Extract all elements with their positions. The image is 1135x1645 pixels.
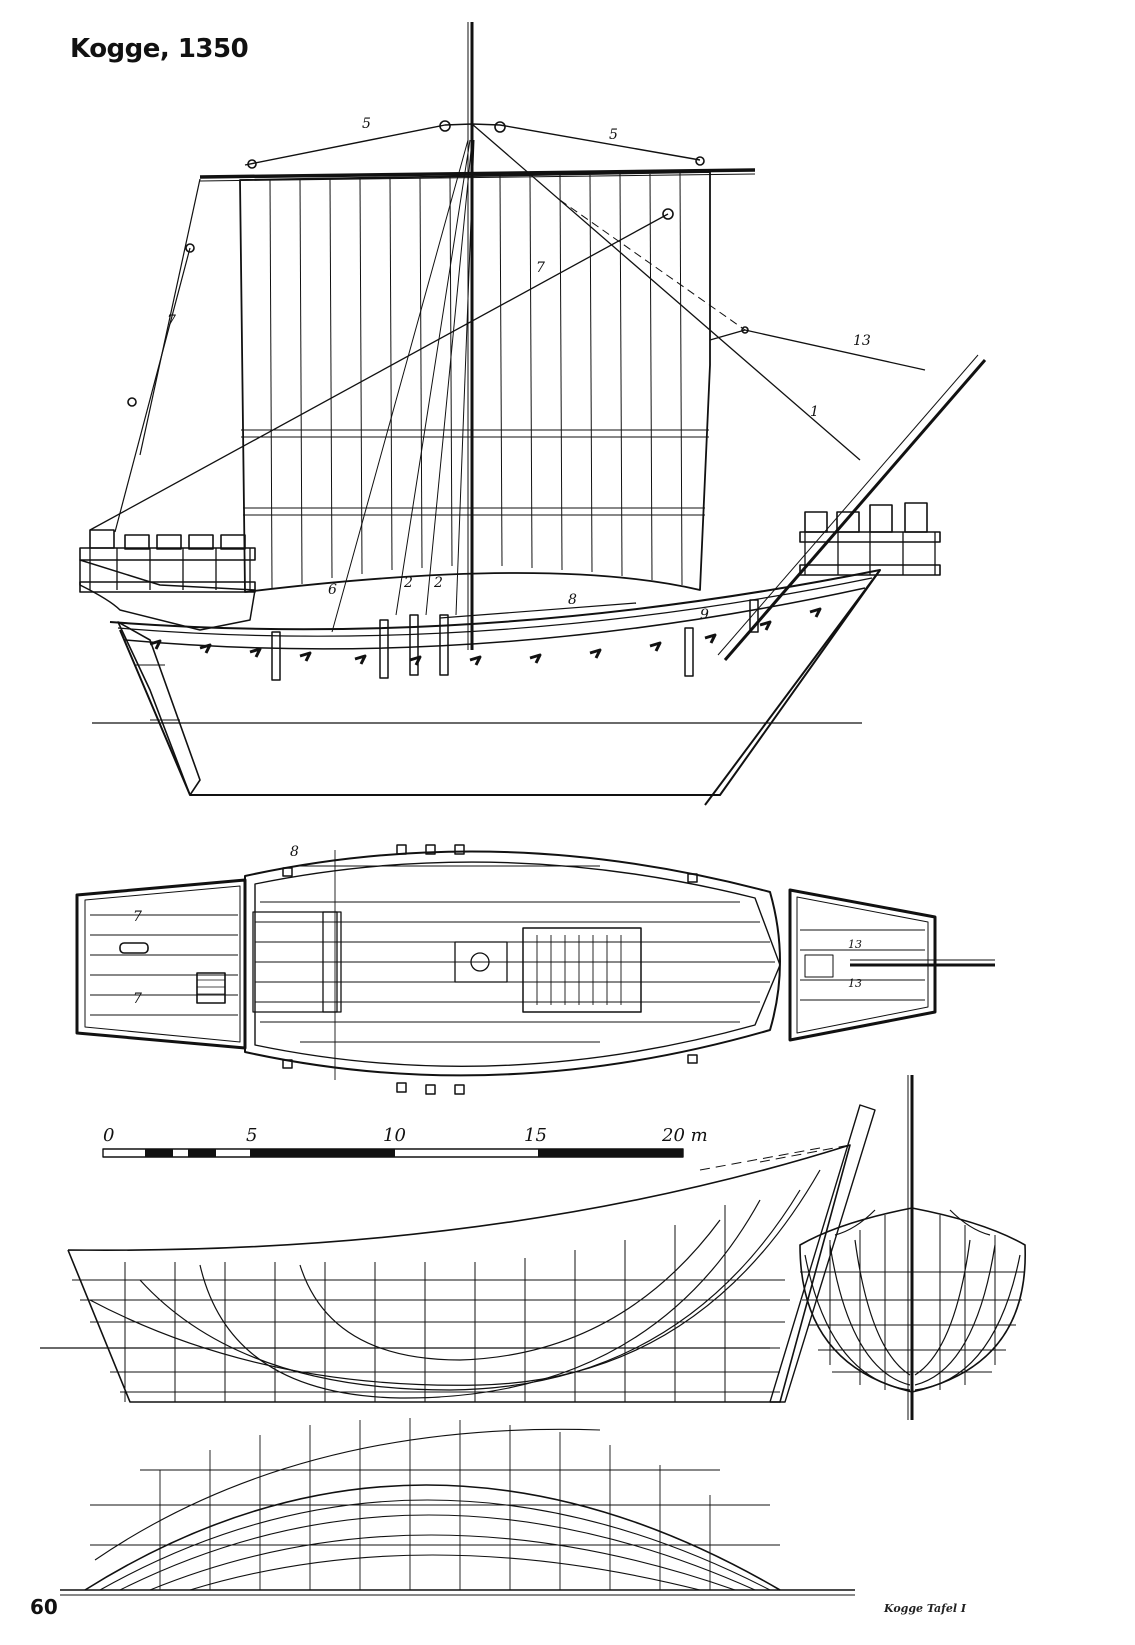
label-shroud-2-a: 2	[403, 575, 413, 591]
scale-end-label: 20 m	[661, 1125, 708, 1146]
label-yard-lift-5-port: 5	[362, 116, 371, 132]
label-plan-7-top: 7	[133, 909, 142, 925]
label-brace-7-main: 7	[536, 260, 545, 276]
plate-caption: Kogge Tafel I	[884, 1602, 967, 1615]
scale-tick-0: 0	[103, 1125, 114, 1146]
plate-title: Kogge, 1350	[70, 34, 249, 64]
scale-tick-5: 5	[246, 1125, 257, 1146]
deck-plan	[75, 844, 995, 1095]
label-yard-lift-5-stbd: 5	[609, 127, 618, 143]
label-shroud-6: 6	[328, 582, 337, 598]
label-brace-7-aft: 7	[167, 313, 176, 329]
label-plan-8: 8	[290, 844, 299, 860]
label-timberhead-9: 9	[700, 607, 709, 623]
label-bowline-spar-8: 8	[568, 592, 577, 608]
page-number: 60	[30, 1595, 58, 1619]
body-plan	[799, 1075, 1026, 1420]
label-plan-13-top: 13	[848, 938, 862, 951]
lines-plan-side	[40, 1104, 876, 1403]
label-plan-13-bottom: 13	[848, 977, 862, 990]
scale-tick-15: 15	[524, 1125, 547, 1146]
scale-bar	[102, 1148, 684, 1158]
side-elevation	[79, 22, 987, 806]
label-bowline-13: 13	[853, 333, 871, 349]
label-shroud-2-b: 2	[433, 575, 443, 591]
half-breadth-plan	[60, 1418, 855, 1596]
label-forestay-1: 1	[810, 404, 819, 420]
label-plan-7-bottom: 7	[133, 991, 142, 1007]
scale-tick-10: 10	[383, 1125, 406, 1146]
